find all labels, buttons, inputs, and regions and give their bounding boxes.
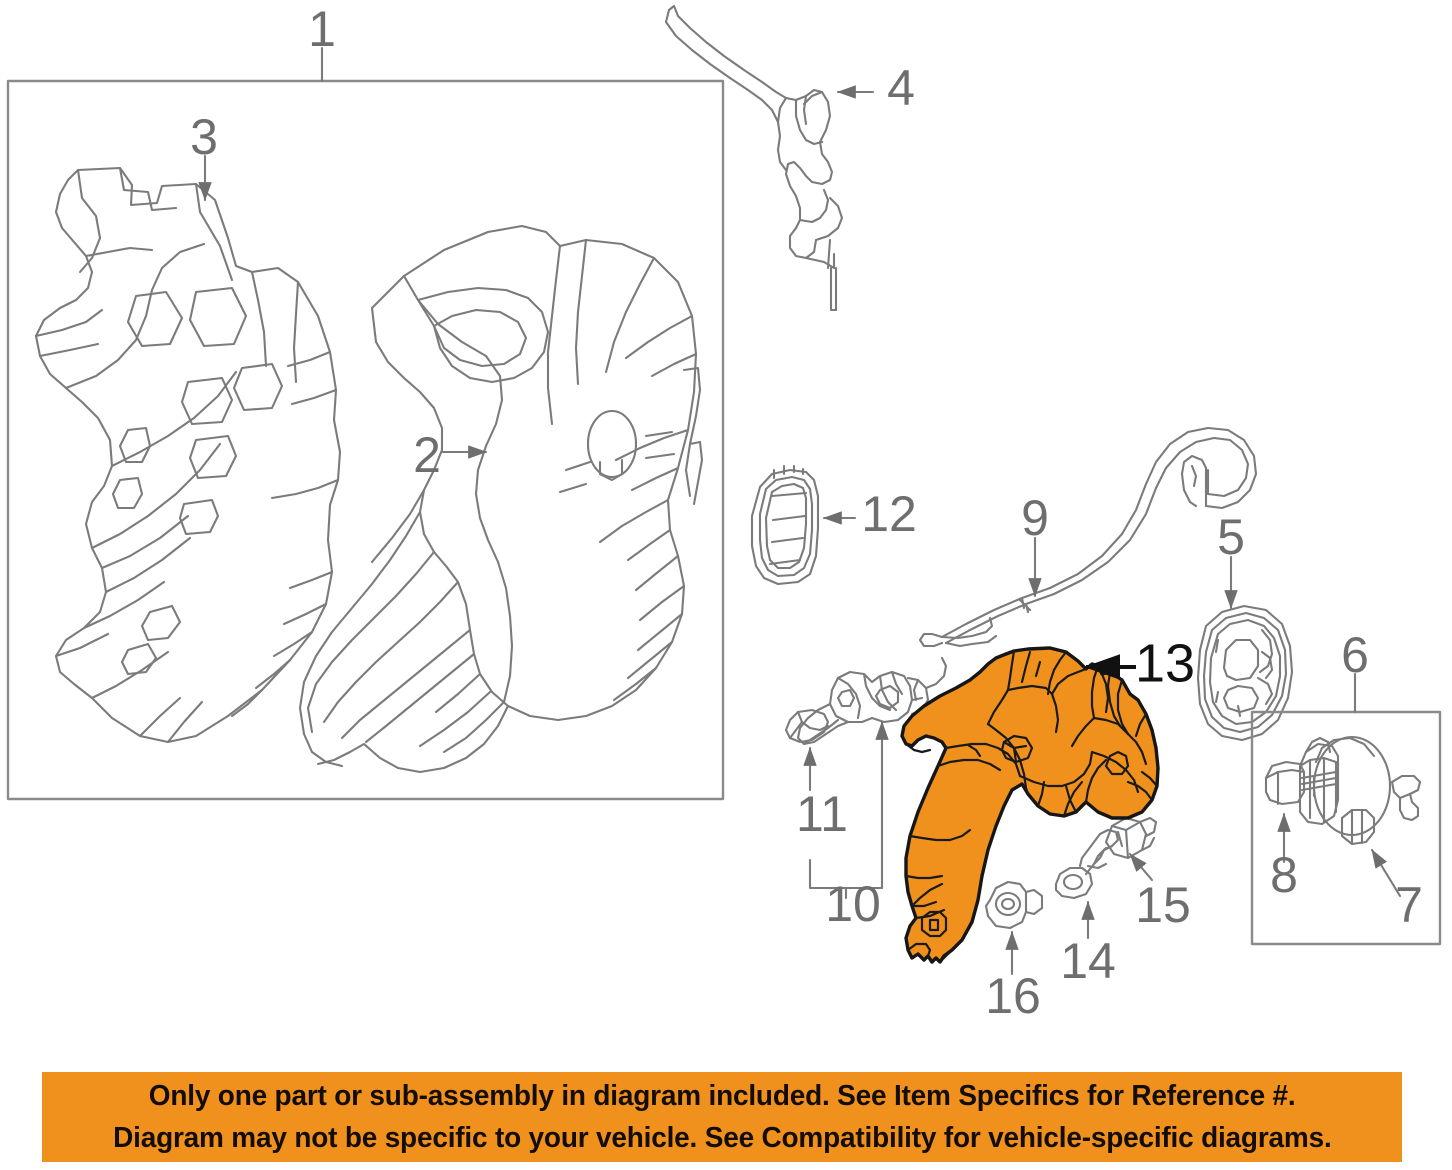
callout-8: 8 <box>1270 847 1298 903</box>
callout-15: 15 <box>1135 877 1191 933</box>
leader-7 <box>1370 848 1402 898</box>
callout-5: 5 <box>1217 509 1245 565</box>
bracket-10 <box>808 874 884 900</box>
callout-labels: 1 2 3 4 5 6 7 8 9 10 11 12 13 14 15 16 <box>190 1 1423 1024</box>
part-12-vent-grille <box>750 464 820 586</box>
part-5-fuel-pocket-housing <box>1196 604 1294 742</box>
part-11-release-cap <box>784 708 830 744</box>
group-box-6 <box>1250 710 1442 946</box>
part-2-quarter-panel-outer <box>298 224 704 774</box>
callout-6: 6 <box>1341 627 1369 683</box>
callout-11: 11 <box>796 786 848 842</box>
callout-4: 4 <box>887 60 915 116</box>
part-3-quarter-panel-inner <box>34 166 342 744</box>
callout-16: 16 <box>985 968 1041 1024</box>
callout-10: 10 <box>825 876 881 932</box>
callout-14: 14 <box>1060 933 1116 989</box>
part-15-clip <box>1104 816 1158 860</box>
callout-12: 12 <box>861 486 917 542</box>
part-4-drain-hose <box>664 4 844 312</box>
part-9-release-cable <box>918 426 1258 648</box>
disclaimer-banner: Only one part or sub-assembly in diagram… <box>42 1072 1402 1162</box>
callout-13: 13 <box>1135 633 1195 693</box>
callout-3: 3 <box>190 109 218 165</box>
part-6-fuel-door-assembly <box>1264 735 1422 846</box>
callout-1: 1 <box>308 1 336 57</box>
leader-15 <box>1128 852 1154 882</box>
group-box-1 <box>6 79 725 801</box>
part-13-wheelhouse-liner <box>900 646 1160 964</box>
callout-2: 2 <box>413 427 441 483</box>
callout-9: 9 <box>1021 490 1049 546</box>
callout-7: 7 <box>1395 877 1423 933</box>
part-14-push-pin <box>1054 828 1120 900</box>
disclaimer-line-1: Only one part or sub-assembly in diagram… <box>148 1080 1296 1112</box>
part-16-grommet <box>984 880 1044 930</box>
disclaimer-line-2: Diagram may not be specific to your vehi… <box>112 1122 1332 1154</box>
